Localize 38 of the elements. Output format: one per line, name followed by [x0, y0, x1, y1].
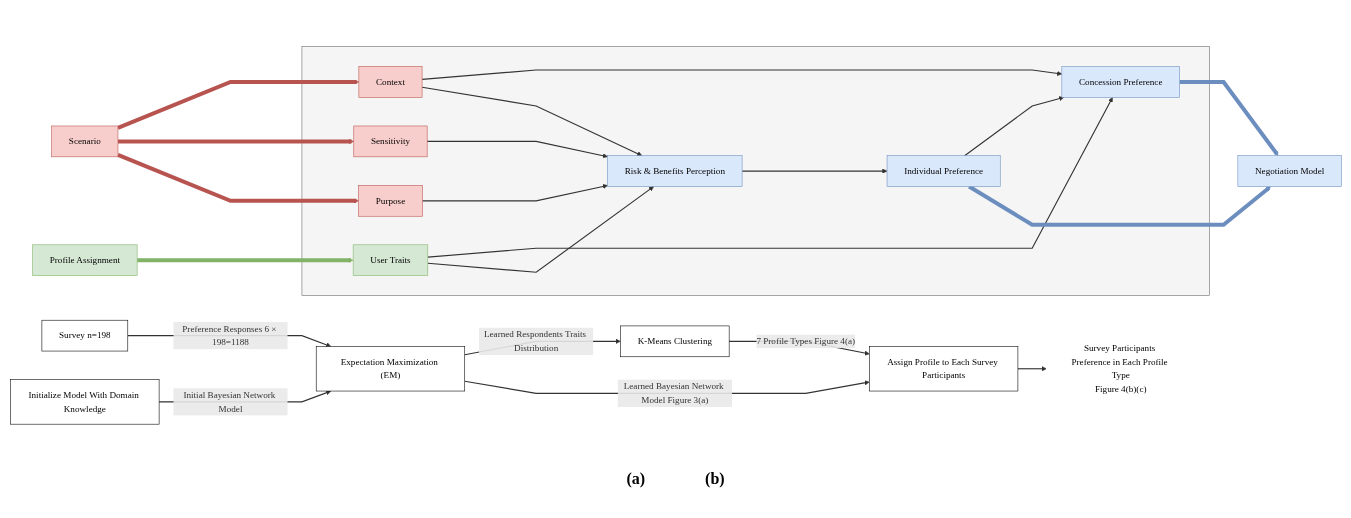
panel-label: (b)	[705, 470, 725, 488]
node-box: Initialize Model With Domain Knowledge	[9, 378, 159, 425]
arrow	[426, 96, 1113, 258]
node-box: K-Means Clustering	[619, 325, 729, 357]
arrow	[421, 69, 1062, 80]
edge-label: Preference Responses 6 × 198=1188	[181, 323, 276, 347]
node-box: Risk & Benefits Perception	[606, 155, 742, 187]
arrow	[426, 140, 608, 158]
arrow	[117, 138, 354, 144]
arrow	[421, 86, 642, 156]
arrow	[963, 95, 1064, 156]
arrow	[116, 152, 359, 203]
node-box: Individual Preference	[886, 155, 1001, 187]
arrow	[741, 168, 887, 174]
arrow	[421, 183, 608, 201]
edge-label: Initial Bayesian Network Model	[182, 389, 275, 413]
edge-label: Learned Respondents Traits Distribution	[483, 328, 586, 353]
node-box: Assign Profile to Each Survey Participants	[868, 345, 1018, 391]
cluster	[301, 45, 1210, 296]
node-text: Survey Participants Preference in Each Profile Type Figure 4(b)(c)	[1071, 342, 1168, 394]
arrow	[1179, 79, 1278, 156]
node-box: User Traits	[352, 244, 428, 276]
node-box: Scenario	[50, 125, 118, 157]
node-box: Profile Assignment	[31, 244, 137, 276]
arrow	[136, 257, 353, 263]
edge-label: Learned Bayesian Network Model Figure 3(a)	[623, 380, 724, 405]
edge-label: 7 Profile Types Figure 4(a)	[755, 335, 855, 346]
node-box: Expectation Maximization (EM)	[315, 345, 465, 391]
node-box: Purpose	[357, 184, 423, 217]
node-box: Survey n=198	[41, 319, 128, 351]
node-box: Concession Preference	[1061, 65, 1180, 98]
arrow	[426, 185, 654, 273]
arrow	[1016, 365, 1047, 371]
node-box: Context	[358, 65, 422, 98]
panel-label: (a)	[626, 470, 646, 488]
node-box: Negotiation Model	[1237, 155, 1342, 187]
arrow	[116, 79, 359, 130]
node-box: Sensitivity	[353, 125, 427, 157]
